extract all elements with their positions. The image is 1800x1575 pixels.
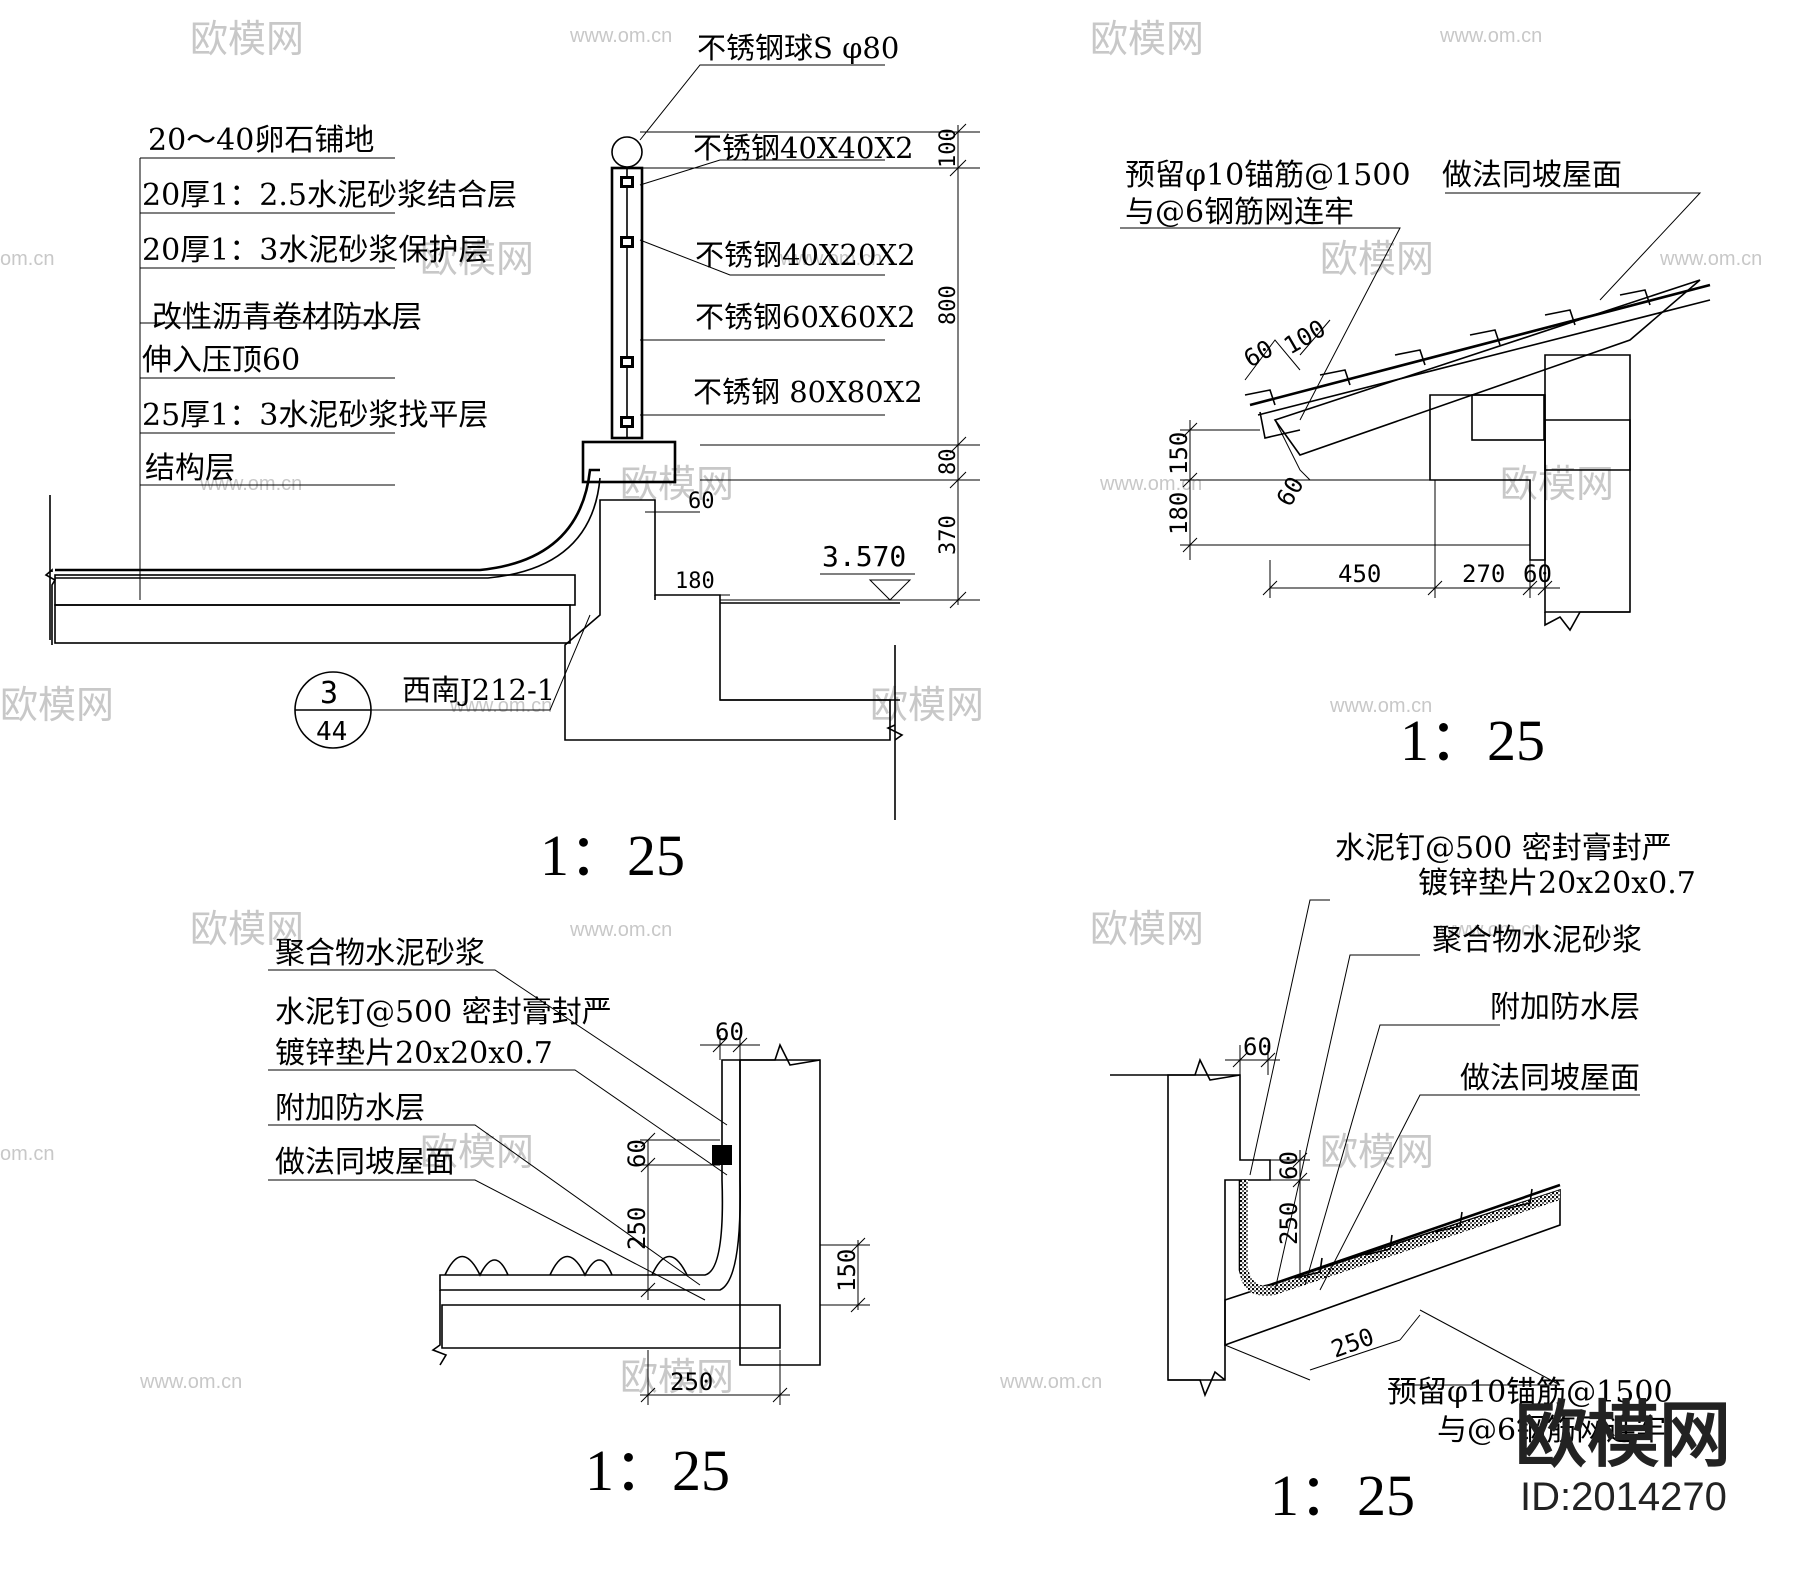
svg-text:欧模网: 欧模网 (620, 464, 734, 506)
mortar-label: 聚合物水泥砂浆 (275, 936, 485, 971)
parapet-detail: 20～40卵石铺地 20厚1：2.5水泥砂浆结合层 20厚1：3水泥砂浆保护层 … (44, 31, 980, 888)
svg-text:欧模网: 欧模网 (1500, 464, 1614, 506)
extra-waterproof-label: 附加防水层 (1490, 990, 1640, 1025)
nail-label: 水泥钉@500 密封膏封严 (1335, 831, 1672, 866)
scale-label: 1：25 (1270, 1463, 1415, 1528)
watermark-logo: 欧模网 欧模网 欧模网 欧模网 欧模网 欧模网 欧模网 欧模网 欧模网 欧模网 … (0, 19, 1614, 1399)
watermark-url: www.om.cn www.om.cn www.om.cn www.om.cn … (0, 25, 1762, 1393)
svg-text:250: 250 (623, 1207, 651, 1250)
svg-text:www.om.cn: www.om.cn (569, 25, 672, 47)
brand-id: ID:2014270 (1520, 1475, 1727, 1519)
reference-text: 西南J212-1 (402, 673, 555, 707)
washer-label: 镀锌垫片20x20x0.7 (1418, 866, 1696, 901)
watermark-layer: 欧模网 欧模网 欧模网 欧模网 欧模网 欧模网 欧模网 欧模网 欧模网 欧模网 … (0, 19, 1762, 1399)
svg-text:60: 60 (1275, 1151, 1303, 1180)
layer-label-level: 25厚1：3水泥砂浆找平层 (142, 398, 488, 433)
brand-badge: 欧模网 ID:2014270 (1515, 1396, 1731, 1519)
svg-text:om.cn: om.cn (0, 248, 54, 270)
svg-text:欧模网: 欧模网 (1090, 19, 1204, 61)
scale-label: 1：25 (540, 823, 685, 888)
svg-text:150: 150 (1165, 432, 1193, 475)
svg-text:www.om.cn: www.om.cn (139, 1371, 242, 1393)
flat-wall-detail: 60 60 250 150 250 聚合物水泥砂浆 水泥钉@500 密封膏封严 … (268, 936, 870, 1503)
svg-text:www.om.cn: www.om.cn (779, 248, 882, 270)
anchor-sub-label: 与@6钢筋网连牢 (1125, 195, 1354, 230)
same-as-roof-label: 做法同坡屋面 (1460, 1061, 1640, 1096)
washer-label: 镀锌垫片20x20x0.7 (275, 1036, 553, 1071)
svg-text:www.om.cn: www.om.cn (449, 695, 552, 717)
svg-text:450: 450 (1338, 560, 1381, 588)
svg-text:60: 60 (1523, 560, 1552, 588)
svg-text:www.om.cn: www.om.cn (1099, 473, 1202, 495)
railing-label-top: 不锈钢40X40X2 (693, 131, 914, 165)
extra-waterproof-label: 附加防水层 (275, 1091, 425, 1126)
railing-label-post: 不锈钢60X60X2 (695, 300, 916, 334)
svg-text:100: 100 (936, 128, 961, 168)
svg-text:250: 250 (670, 1368, 713, 1396)
svg-text:www.om.cn: www.om.cn (569, 919, 672, 941)
svg-text:欧模网: 欧模网 (0, 685, 114, 727)
layer-label-bond: 20厚1：2.5水泥砂浆结合层 (142, 178, 517, 213)
same-as-roof-label: 做法同坡屋面 (275, 1145, 455, 1180)
same-as-roof-label: 做法同坡屋面 (1442, 158, 1622, 193)
layer-label-pebble: 20～40卵石铺地 (148, 123, 374, 158)
svg-text:欧模网: 欧模网 (1320, 1132, 1434, 1174)
svg-text:www.om.cn: www.om.cn (199, 473, 302, 495)
brand-logo: 欧模网 (1515, 1396, 1731, 1476)
svg-text:180: 180 (1165, 492, 1193, 535)
svg-text:80: 80 (936, 449, 961, 476)
layer-label-membrane: 改性沥青卷材防水层 (152, 300, 422, 335)
svg-text:欧模网: 欧模网 (190, 19, 304, 61)
svg-text:60: 60 (1271, 472, 1310, 511)
svg-text:欧模网: 欧模网 (870, 685, 984, 727)
svg-text:www.om.cn: www.om.cn (1659, 248, 1762, 270)
eave-detail: 60 100 150 180 450 270 60 60 预留φ10锚筋@150… (1120, 158, 1711, 773)
nail-label: 水泥钉@500 密封膏封严 (275, 995, 612, 1030)
layer-label-extend: 伸入压顶60 (142, 343, 300, 378)
mortar-label: 聚合物水泥砂浆 (1432, 923, 1642, 958)
svg-text:欧模网: 欧模网 (620, 1357, 734, 1399)
svg-text:欧模网: 欧模网 (190, 909, 304, 951)
elevation-value: 3.570 (822, 540, 906, 573)
svg-text:3: 3 (320, 676, 338, 711)
anchor-label: 预留φ10锚筋@1500 (1125, 158, 1411, 193)
svg-text:150: 150 (833, 1249, 861, 1292)
svg-text:www.om.cn: www.om.cn (1329, 695, 1432, 717)
svg-text:欧模网: 欧模网 (1090, 909, 1204, 951)
svg-text:250: 250 (1327, 1322, 1377, 1363)
railing-label-ball: 不锈钢球S φ80 (697, 31, 899, 65)
svg-text:60: 60 (1243, 1033, 1272, 1061)
anchor-label: 预留φ10锚筋@1500 (1387, 1375, 1673, 1410)
svg-text:250: 250 (1275, 1202, 1303, 1245)
railing-label-base: 不锈钢 80X80X2 (693, 375, 923, 409)
scale-label: 1：25 (585, 1438, 730, 1503)
svg-text:370: 370 (936, 515, 961, 555)
layer-label-protect: 20厚1：3水泥砂浆保护层 (142, 233, 488, 268)
svg-text:60: 60 (688, 489, 715, 514)
svg-text:270: 270 (1462, 560, 1505, 588)
slope-wall-detail: 60 60 250 250 水泥钉@500 密封膏封严 镀锌垫片20x20x0.… (1110, 831, 1696, 1528)
svg-text:60: 60 (623, 1139, 651, 1168)
svg-text:www.om.cn: www.om.cn (1439, 919, 1542, 941)
scale-label: 1：25 (1400, 708, 1545, 773)
svg-text:欧模网: 欧模网 (420, 239, 534, 281)
svg-text:www.om.cn: www.om.cn (999, 1371, 1102, 1393)
layer-label-structure: 结构层 (145, 451, 235, 486)
svg-text:180: 180 (675, 569, 715, 594)
anchor-sub-label: 与@6钢筋网连牢 (1437, 1413, 1666, 1448)
svg-text:om.cn: om.cn (0, 1143, 54, 1165)
svg-text:www.om.cn: www.om.cn (1439, 25, 1542, 47)
svg-text:800: 800 (936, 285, 961, 325)
railing-label-rail: 不锈钢40X20X2 (695, 238, 916, 272)
svg-text:60: 60 (1239, 334, 1278, 373)
svg-text:44: 44 (316, 717, 347, 747)
svg-text:60: 60 (715, 1018, 744, 1046)
svg-text:欧模网: 欧模网 (1320, 239, 1434, 281)
